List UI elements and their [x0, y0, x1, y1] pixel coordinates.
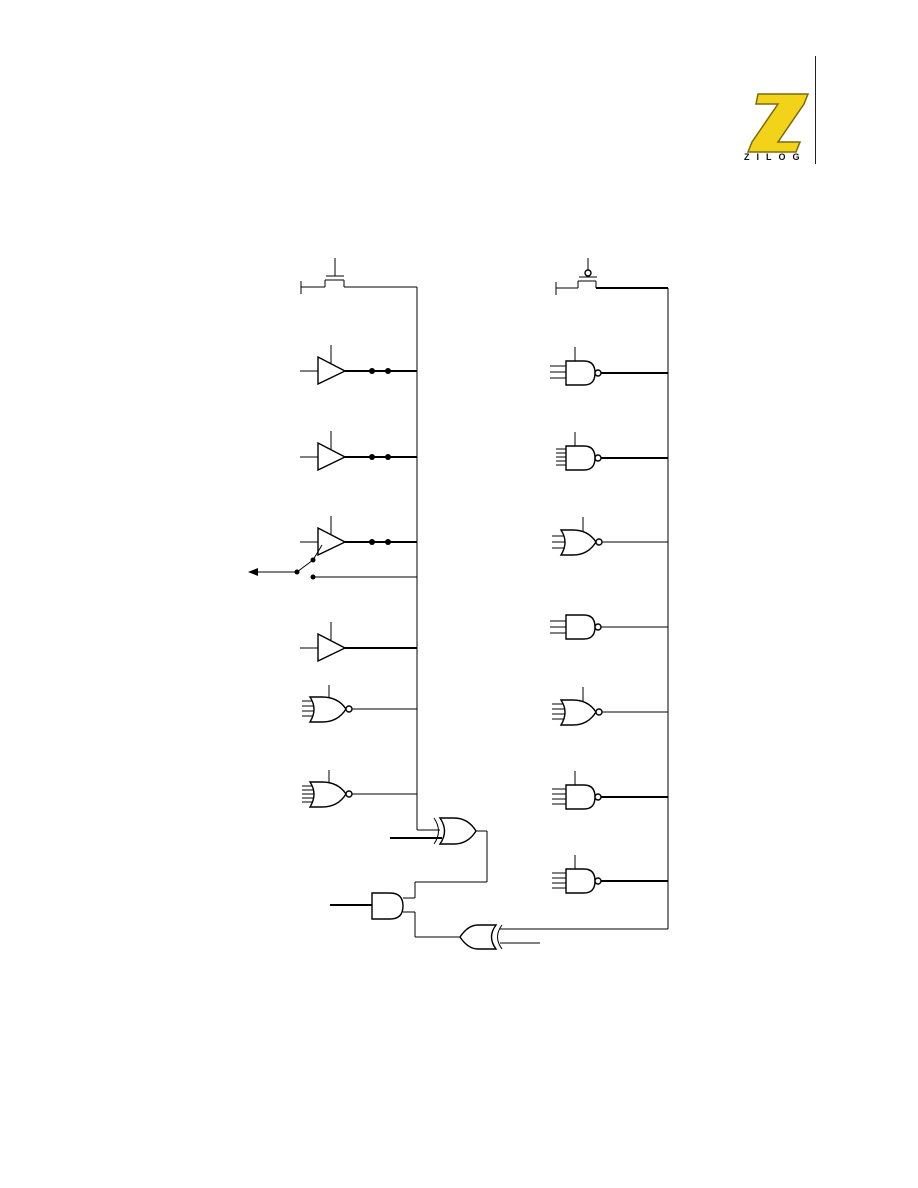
nand-gate-icon — [552, 771, 668, 810]
xor-gate-icon — [459, 924, 668, 950]
nand-gate-icon — [550, 347, 668, 386]
tristate-buffer-icon — [300, 431, 417, 472]
zilog-logo-icon — [746, 93, 810, 153]
nor-gate-icon — [302, 770, 417, 808]
buffer-icon — [300, 622, 417, 663]
and-gate-icon — [330, 892, 464, 938]
nand-gate-icon — [550, 614, 668, 640]
switch-icon — [248, 544, 417, 580]
pmos-transistor-icon — [555, 258, 668, 295]
nand-gate-icon — [556, 432, 668, 471]
header-rule — [815, 56, 816, 164]
nand-gate-icon — [552, 855, 668, 894]
nor-gate-icon — [552, 687, 668, 726]
nor-gate-icon — [302, 685, 417, 723]
nmos-transistor-icon — [300, 258, 417, 294]
xor-gate-icon — [390, 817, 488, 899]
tristate-buffer-icon — [300, 516, 417, 557]
tristate-buffer-icon — [300, 345, 417, 386]
nor-gate-icon — [552, 517, 668, 556]
logo-text: ZILOG — [744, 152, 807, 162]
